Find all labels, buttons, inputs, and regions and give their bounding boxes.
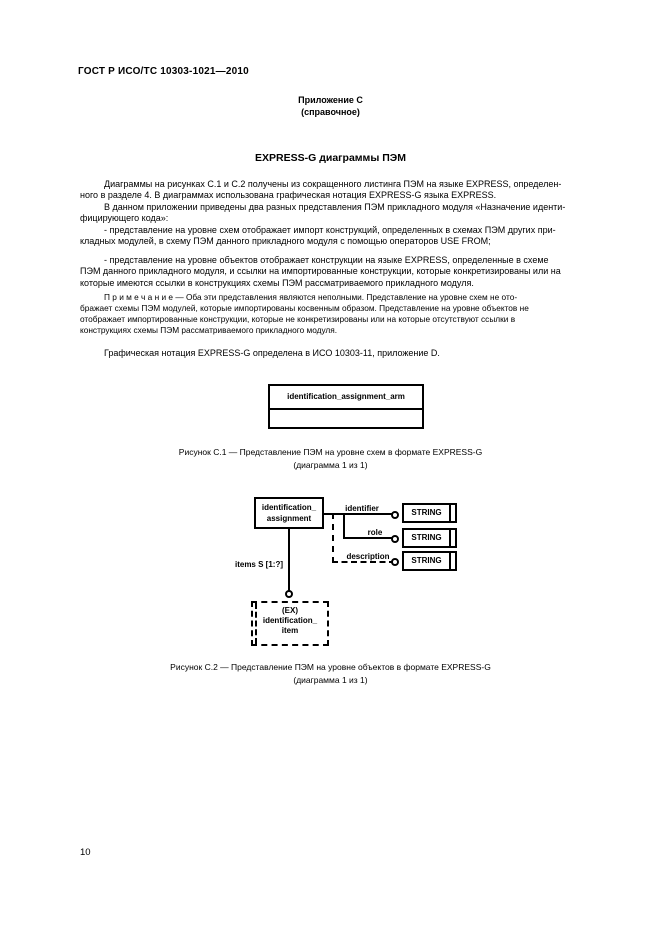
- schema-box-identification-assignment-arm: identification_assignment_arm: [268, 384, 424, 429]
- aggregate-relationship-line-items: [288, 529, 290, 592]
- entity-box-label-line1: identification_: [261, 503, 317, 512]
- section-title: EXPRESS-G диаграммы ПЭМ: [255, 152, 406, 164]
- attribute-line-identifier: [323, 513, 395, 515]
- string-type-box-role: STRING: [402, 528, 457, 548]
- closing-paragraph: Графическая нотация EXPRESS-G определена…: [80, 348, 590, 359]
- attribute-label-description: description: [346, 552, 390, 561]
- string-type-label: STRING: [411, 533, 442, 542]
- figure-c2-caption: Рисунок С.2 — Представление ПЭМ на уровн…: [0, 661, 661, 687]
- text-line: Диаграммы на рисунках С.1 и С.2 получены…: [104, 179, 562, 189]
- annex-subtitle: (справочное): [301, 106, 360, 117]
- select-box-label-line1: (EX): [282, 606, 298, 615]
- schema-box-label: identification_assignment_arm: [287, 392, 405, 401]
- note-line: П р и м е ч а н и е — Оба эти представле…: [104, 292, 518, 302]
- schema-box-divider: [270, 408, 422, 410]
- select-box-label-line2: identification_: [262, 616, 318, 625]
- attribute-line-role: [343, 537, 395, 539]
- string-type-box-description: STRING: [402, 551, 457, 571]
- text-line: ного в разделе 4. В диаграммах использов…: [80, 190, 497, 201]
- simple-type-double-line: [449, 530, 451, 546]
- figure-c2-caption-line1: Рисунок С.2 — Представление ПЭМ на уровн…: [170, 662, 491, 672]
- text-line: В данном приложении приведены два разных…: [104, 201, 566, 212]
- select-type-double-line: [255, 603, 257, 644]
- figure-c1-caption-line2: (диаграмма 1 из 1): [293, 460, 368, 470]
- string-type-box-identifier: STRING: [402, 503, 457, 523]
- page-number: 10: [80, 847, 91, 858]
- entity-box-identification-assignment: identification_ assignment: [254, 497, 324, 529]
- string-type-label: STRING: [411, 508, 442, 517]
- select-box-label-line3: item: [281, 626, 299, 635]
- attribute-circle-description: [391, 558, 399, 566]
- text-line: ПЭМ данного прикладного модуля, и ссылки…: [80, 266, 561, 277]
- text-line: кладных модулей, в схему ПЭМ данного при…: [80, 236, 491, 247]
- aggregate-circle-items: [285, 590, 293, 598]
- attribute-label-identifier: identifier: [345, 504, 379, 513]
- simple-type-double-line: [449, 505, 451, 521]
- text-line: Графическая нотация EXPRESS-G определена…: [104, 348, 440, 358]
- annex-heading: Приложение С (справочное): [0, 95, 661, 118]
- select-type-box-identification-item: (EX) identification_ item: [251, 601, 329, 646]
- body-text-block-1: Диаграммы на рисунках С.1 и С.2 получены…: [80, 179, 590, 247]
- attribute-branch-role: [343, 513, 345, 539]
- optional-attribute-line-description: [332, 561, 395, 563]
- figure-c2-caption-line2: (диаграмма 1 из 1): [293, 675, 368, 685]
- attribute-circle-role: [391, 535, 399, 543]
- figure-c2-diagram: identification_ assignment identifier ST…: [233, 497, 465, 649]
- text-line: - представление на уровне объектов отобр…: [104, 255, 549, 265]
- text-line: которые имеются ссылки в конструкциях сх…: [80, 277, 474, 288]
- note-line: конструкциях схемы ПЭМ рассматриваемого …: [80, 325, 338, 335]
- text-line: - представление на уровне схем отображае…: [104, 224, 556, 235]
- note-line: бражает схемы ПЭМ модулей, которые импор…: [80, 303, 529, 313]
- figure-c1-caption: Рисунок С.1 — Представление ПЭМ на уровн…: [0, 446, 661, 472]
- aggregate-label-items: items S [1:?]: [234, 560, 283, 569]
- annex-title: Приложение С: [298, 95, 363, 105]
- optional-attribute-branch-description: [332, 513, 334, 563]
- figure-c1-caption-line1: Рисунок С.1 — Представление ПЭМ на уровн…: [178, 447, 483, 457]
- attribute-circle-identifier: [391, 511, 399, 519]
- text-line: фицирующего кода»:: [80, 213, 169, 224]
- string-type-label: STRING: [411, 556, 442, 565]
- note-line: отображает импортированные конструкции, …: [80, 314, 516, 324]
- attribute-label-role: role: [367, 528, 383, 537]
- note-paragraph: П р и м е ч а н и е — Оба эти представле…: [80, 292, 590, 336]
- document-header: ГОСТ Р ИСО/ТС 10303-1021—2010: [78, 66, 249, 77]
- simple-type-double-line: [449, 553, 451, 569]
- entity-box-label-line2: assignment: [266, 513, 312, 523]
- body-text-block-2: - представление на уровне объектов отобр…: [80, 255, 590, 289]
